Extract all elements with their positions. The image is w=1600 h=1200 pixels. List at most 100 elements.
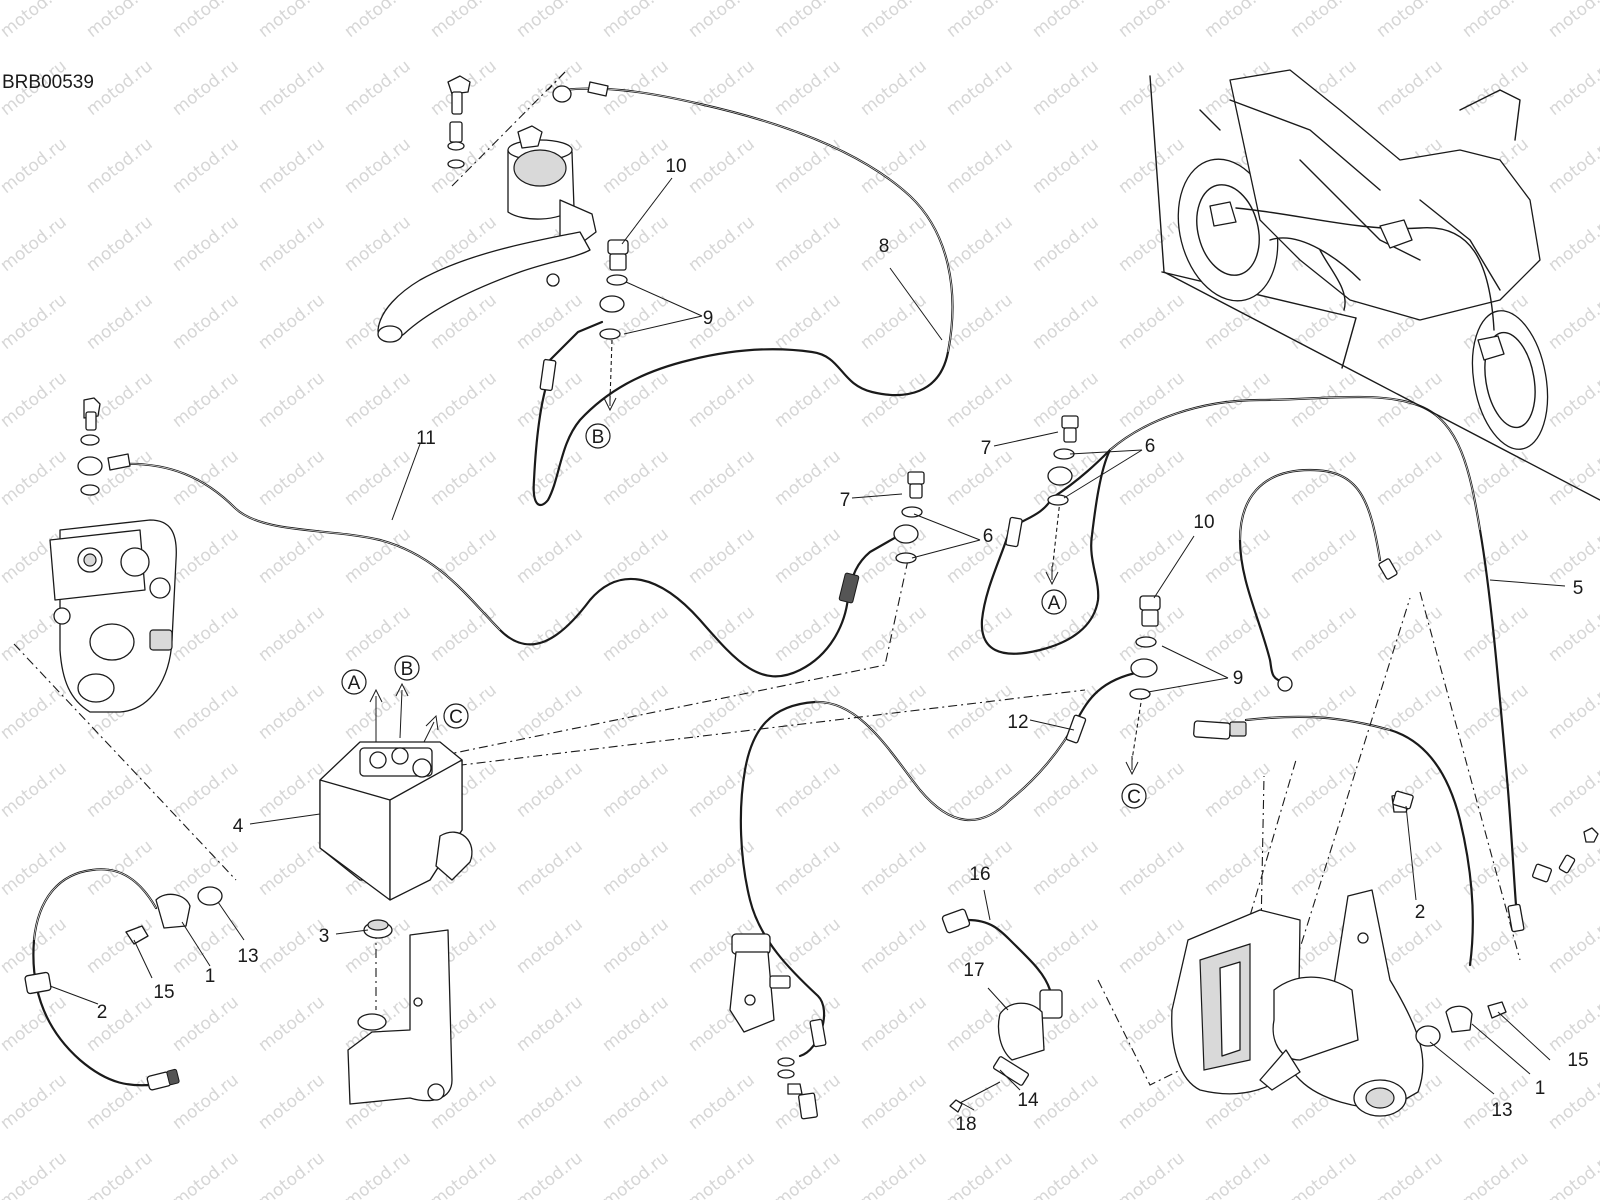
watermark-text: motod.ru	[685, 56, 759, 120]
callout-1-left: 1	[205, 966, 216, 987]
drawing-code: BRB00539	[2, 72, 94, 93]
watermark-text: motod.ru	[427, 602, 501, 666]
watermark-text: motod.ru	[771, 368, 845, 432]
watermark-text: motod.ru	[0, 212, 71, 276]
watermark-text: motod.ru	[255, 1148, 329, 1200]
watermark-text: motod.ru	[1029, 758, 1103, 822]
watermark-text: motod.ru	[0, 992, 71, 1056]
watermark-text: motod.ru	[599, 758, 673, 822]
watermark-text: motod.ru	[943, 212, 1017, 276]
watermark-text: motod.ru	[1373, 602, 1447, 666]
watermark-text: motod.ru	[341, 134, 415, 198]
watermark-text: motod.ru	[1545, 368, 1600, 432]
watermark-text: motod.ru	[255, 602, 329, 666]
watermark-text: motod.ru	[169, 758, 243, 822]
callout-10-top: 10	[665, 156, 686, 177]
callout-6-top: 6	[1145, 436, 1156, 457]
watermark-text: motod.ru	[1459, 1148, 1533, 1200]
watermark-text: motod.ru	[0, 1148, 71, 1200]
watermark-text: motod.ru	[685, 1070, 759, 1134]
watermark-text: motod.ru	[1545, 134, 1600, 198]
callout-16: 16	[969, 864, 990, 885]
watermark-text: motod.ru	[943, 758, 1017, 822]
watermark-text: motod.ru	[513, 0, 587, 42]
watermark-text: motod.ru	[857, 290, 931, 354]
watermark-text: motod.ru	[1545, 290, 1600, 354]
watermark-text: motod.ru	[169, 602, 243, 666]
watermark-text: motod.ru	[83, 992, 157, 1056]
watermark-text: motod.ru	[1201, 1148, 1275, 1200]
watermark-text: motod.ru	[1115, 212, 1189, 276]
watermark-text: motod.ru	[1201, 524, 1275, 588]
watermark-text: motod.ru	[685, 446, 759, 510]
watermark-text: motod.ru	[1459, 758, 1533, 822]
watermark-text: motod.ru	[341, 1148, 415, 1200]
watermark-text: motod.ru	[255, 758, 329, 822]
svg-text:C: C	[449, 707, 463, 728]
rear-wheel-sensor	[24, 790, 1414, 1091]
watermark-text: motod.ru	[1115, 56, 1189, 120]
callout-2-right: 2	[1415, 902, 1426, 923]
watermark-text: motod.ru	[341, 446, 415, 510]
watermark-text: motod.ru	[1115, 290, 1189, 354]
watermark-text: motod.ru	[83, 0, 157, 42]
watermark-text: motod.ru	[771, 524, 845, 588]
watermark-text: motod.ru	[169, 290, 243, 354]
watermark-text: motod.ru	[1373, 680, 1447, 744]
watermark-text: motod.ru	[1545, 602, 1600, 666]
watermark-text: motod.ru	[857, 0, 931, 42]
watermark-text: motod.ru	[83, 212, 157, 276]
watermark-text: motod.ru	[255, 134, 329, 198]
watermark-text: motod.ru	[1459, 524, 1533, 588]
watermark-text: motod.ru	[169, 368, 243, 432]
front-master-cylinder	[377, 75, 597, 343]
watermark-text: motod.ru	[255, 56, 329, 120]
watermark-text: motod.ru	[255, 0, 329, 42]
watermark-text: motod.ru	[1287, 1148, 1361, 1200]
watermark-text: motod.ru	[0, 680, 71, 744]
watermark-text: motod.ru	[83, 290, 157, 354]
watermark-text: motod.ru	[1373, 56, 1447, 120]
watermark-text: motod.ru	[83, 836, 157, 900]
watermark-text: motod.ru	[255, 992, 329, 1056]
watermark-text: motod.ru	[599, 134, 673, 198]
watermark-text: motod.ru	[943, 1148, 1017, 1200]
watermark-text: motod.ru	[513, 992, 587, 1056]
port-C-abs: C	[443, 703, 469, 729]
watermark-text: motod.ru	[513, 914, 587, 978]
watermark-text: motod.ru	[1373, 524, 1447, 588]
watermark-text: motod.ru	[685, 602, 759, 666]
watermark-text: motod.ru	[1029, 1148, 1103, 1200]
port-C-hose: C	[1121, 783, 1147, 809]
watermark-text: motod.ru	[771, 0, 845, 42]
watermark-text: motod.ru	[1545, 446, 1600, 510]
callout-17: 17	[963, 960, 984, 981]
watermark-text: motod.ru	[513, 836, 587, 900]
watermark-text: motod.ru	[1029, 212, 1103, 276]
watermark-text: motod.ru	[943, 56, 1017, 120]
watermark-text: motod.ru	[169, 0, 243, 42]
watermark-text: motod.ru	[599, 1148, 673, 1200]
watermark-text: motod.ru	[1287, 758, 1361, 822]
callout-4: 4	[233, 816, 244, 837]
watermark-text: motod.ru	[685, 212, 759, 276]
watermark-text: motod.ru	[943, 368, 1017, 432]
watermark-text: motod.ru	[83, 1148, 157, 1200]
hose-5	[980, 395, 1525, 933]
watermark-text: motod.ru	[169, 446, 243, 510]
watermark-text: motod.ru	[771, 56, 845, 120]
banjo-stack-right-top	[1047, 415, 1079, 506]
watermark-text: motod.ru	[427, 524, 501, 588]
watermark-text: motod.ru	[1201, 758, 1275, 822]
watermark-text: motod.ru	[771, 758, 845, 822]
watermark-text: motod.ru	[169, 56, 243, 120]
watermark-text: motod.ru	[1115, 836, 1189, 900]
watermark-text: motod.ru	[1287, 446, 1361, 510]
watermark-text: motod.ru	[599, 680, 673, 744]
watermark-text: motod.ru	[1545, 992, 1600, 1056]
watermark-text: motod.ru	[857, 992, 931, 1056]
callout-7-mid: 7	[840, 490, 851, 511]
svg-text:C: C	[1127, 787, 1141, 808]
watermark-text: motod.ru	[857, 602, 931, 666]
